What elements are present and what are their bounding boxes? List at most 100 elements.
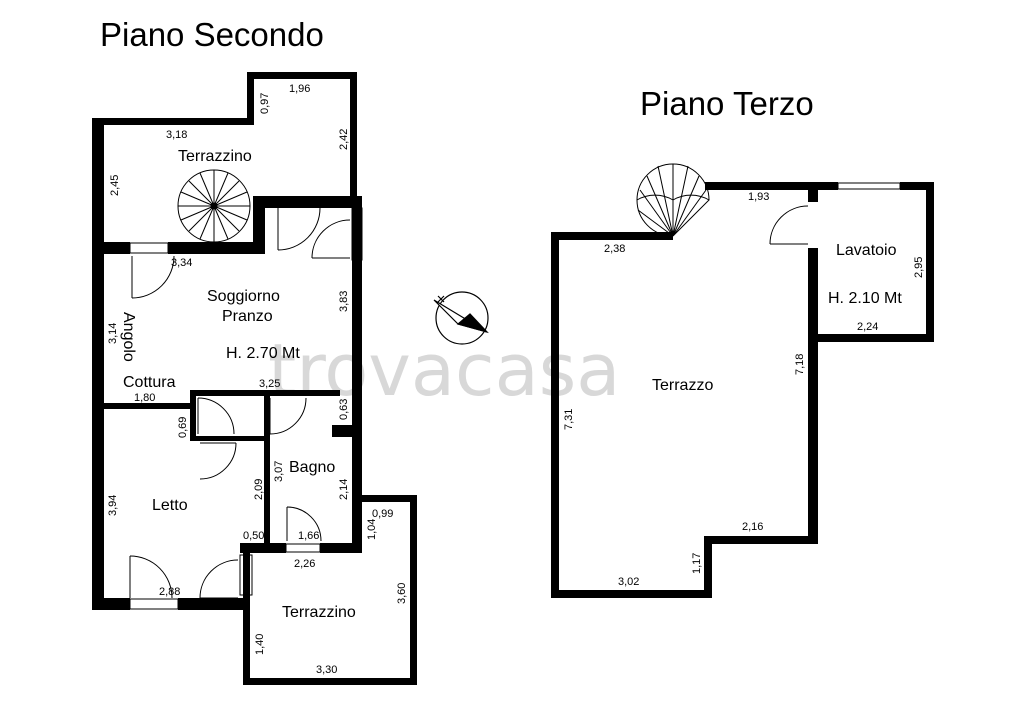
wall [808, 190, 818, 202]
wall [320, 543, 362, 553]
wall [92, 242, 130, 254]
dim-label: 0,63 [338, 399, 350, 420]
wall [243, 678, 417, 685]
wall [900, 182, 934, 190]
wall [704, 536, 712, 598]
wall [808, 334, 934, 342]
dim-label: 1,66 [298, 530, 319, 542]
wall [190, 436, 270, 441]
dim-label: 3,02 [618, 576, 639, 588]
dim-label: 0,69 [177, 417, 189, 438]
piano-secondo-doors [129, 207, 351, 599]
dim-label: 1,80 [134, 392, 155, 404]
wall [253, 196, 361, 208]
dim-label: 2,26 [294, 558, 315, 570]
piano-terzo-walls [551, 182, 934, 598]
room-lavatoio-height: H. 2.10 Mt [828, 290, 902, 307]
room-terrazzo: Terrazzo [652, 377, 713, 394]
wall [410, 495, 417, 685]
dim-label: 1,17 [691, 553, 703, 574]
north-arrow-icon [433, 291, 489, 345]
wall [355, 495, 417, 502]
room-lavatoio: Lavatoio [836, 242, 897, 259]
wall [704, 536, 818, 544]
dim-label: 7,18 [794, 354, 806, 375]
dim-label: 2,38 [604, 243, 625, 255]
window [129, 598, 179, 610]
room-letto: Letto [152, 497, 188, 514]
piano-terzo-windows [837, 182, 901, 190]
spiral-staircase-icon [177, 169, 251, 243]
dim-label: 2,14 [338, 479, 350, 500]
wall [243, 553, 250, 685]
piano-secondo-windows [129, 207, 363, 610]
dim-label: 2,88 [159, 586, 180, 598]
spiral-staircase-icon [636, 163, 710, 237]
dim-label: 7,31 [563, 409, 575, 430]
wall [551, 232, 673, 240]
wall [551, 590, 712, 598]
wall [92, 118, 104, 610]
window [837, 182, 901, 190]
wall [705, 182, 838, 190]
wall [92, 598, 130, 610]
window [351, 207, 363, 261]
room-pranzo: Pranzo [222, 308, 273, 325]
room-terrazzino-top: Terrazzino [178, 148, 252, 165]
piano-terzo-dimensions: 1,93 2,38 2,95 2,24 7,18 7,31 2,16 1,17 … [563, 191, 925, 588]
wall [178, 598, 248, 610]
dim-label: 2,45 [109, 175, 121, 196]
wall [551, 232, 559, 598]
wall [247, 72, 254, 124]
watermark: trovacasa [268, 328, 620, 412]
room-soggiorno: Soggiorno [207, 288, 280, 305]
title-piano-terzo: Piano Terzo [640, 85, 814, 122]
piano-secondo-dimensions: 1,96 0,97 3,18 2,42 2,45 3,34 3,83 3,14 … [107, 83, 408, 676]
piano-secondo-walls [92, 72, 417, 685]
room-soggiorno-height: H. 2.70 Mt [226, 345, 300, 362]
wall [352, 196, 362, 546]
dim-label: 2,24 [857, 321, 878, 333]
dim-label: 0,50 [243, 530, 264, 542]
wall [350, 72, 357, 196]
dim-label: 3,14 [107, 323, 119, 344]
wall [92, 403, 192, 409]
dim-label: 3,94 [107, 495, 119, 516]
wall [355, 495, 362, 553]
wall [332, 425, 362, 437]
wall [168, 242, 265, 254]
wall [190, 390, 340, 396]
dim-label: 2,09 [253, 479, 265, 500]
dim-label: 2,95 [913, 257, 925, 278]
dim-label: 0,97 [259, 93, 271, 114]
dim-label: 3,60 [396, 583, 408, 604]
dim-label: 3,30 [316, 664, 337, 676]
room-bagno: Bagno [289, 459, 335, 476]
dim-label: 3,34 [171, 257, 192, 269]
wall [247, 72, 357, 79]
dim-label: 2,16 [742, 521, 763, 533]
room-cottura: Cottura [123, 374, 176, 391]
wall [190, 390, 196, 440]
piano-terzo-doors [769, 205, 809, 245]
wall [92, 118, 254, 125]
room-terrazzino-bottom: Terrazzino [282, 604, 356, 621]
dim-label: 3,18 [166, 129, 187, 141]
dim-label: 1,93 [748, 191, 769, 203]
dim-label: 3,25 [259, 378, 280, 390]
wall [253, 196, 265, 254]
room-angolo: Angolo [120, 312, 137, 362]
window [239, 554, 253, 596]
dim-label: 1,04 [366, 519, 378, 540]
wall [926, 182, 934, 342]
window [129, 242, 169, 254]
dim-label: 0,99 [372, 508, 393, 520]
window [285, 543, 321, 553]
wall [264, 396, 270, 552]
title-piano-secondo: Piano Secondo [100, 16, 324, 53]
dim-label: 1,96 [289, 83, 310, 95]
wall [808, 248, 818, 542]
dim-label: 1,40 [254, 634, 266, 655]
dim-label: 3,83 [338, 291, 350, 312]
